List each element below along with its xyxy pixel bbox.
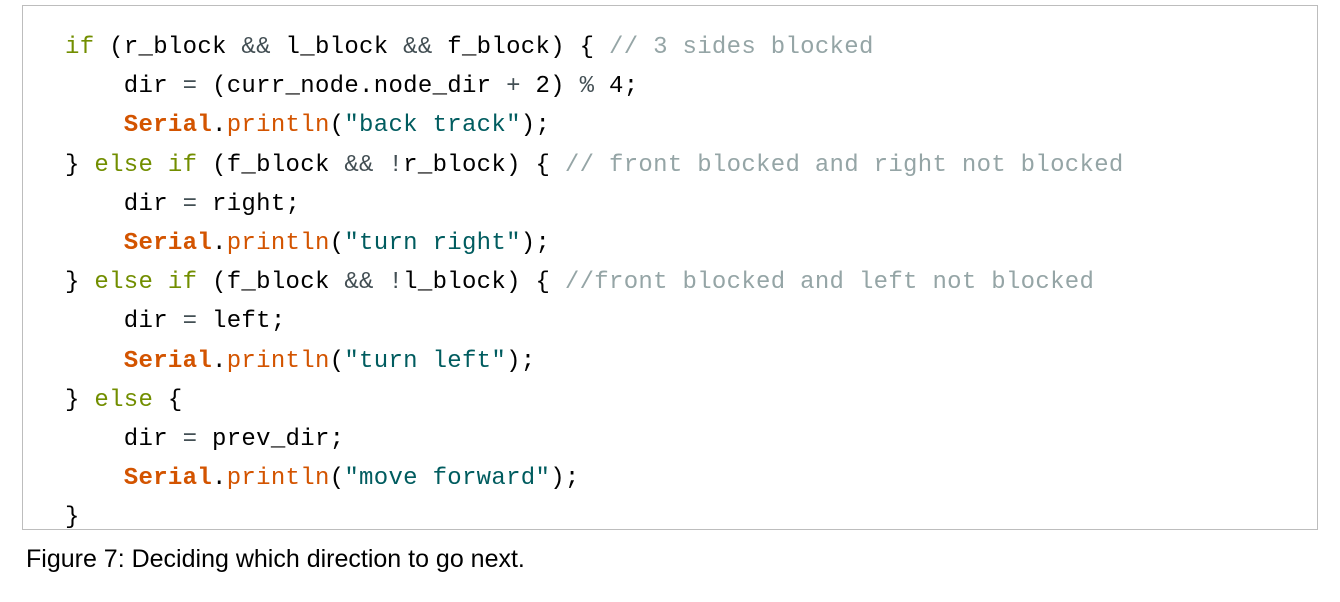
code-line: Serial.println("turn left"); bbox=[65, 342, 1124, 381]
code-token: println bbox=[226, 229, 330, 257]
code-token: . bbox=[212, 112, 227, 140]
code-token: left; bbox=[212, 308, 286, 336]
code-line: } else if (f_block && !r_block) { // fro… bbox=[65, 146, 1124, 185]
code-token: r_block bbox=[403, 151, 507, 179]
code-token: dir bbox=[65, 308, 168, 336]
code-token: ) { bbox=[506, 151, 565, 179]
code-token: . bbox=[212, 347, 227, 375]
code-token: "back track" bbox=[344, 112, 521, 140]
code-token: ); bbox=[520, 112, 551, 140]
code-token: . bbox=[212, 229, 227, 257]
code-token: Serial bbox=[65, 112, 213, 140]
code-token: println bbox=[226, 347, 330, 375]
code-token: ( bbox=[329, 112, 345, 140]
code-token: ( bbox=[329, 465, 345, 493]
code-token: ! bbox=[388, 151, 404, 179]
code-token: Serial bbox=[65, 229, 213, 257]
code-token: ); bbox=[550, 465, 580, 493]
code-token: if bbox=[65, 34, 95, 61]
code-token: && bbox=[226, 34, 286, 61]
code-token: ( bbox=[329, 229, 345, 257]
code-token: Serial bbox=[65, 465, 213, 493]
code-token: ) { bbox=[506, 269, 565, 297]
code-token: "turn right" bbox=[344, 229, 521, 257]
code-token: right; bbox=[212, 190, 301, 218]
code-token: ( bbox=[94, 34, 124, 61]
code-token: } bbox=[65, 386, 95, 414]
code-token: ( bbox=[329, 347, 345, 375]
code-line: } else { bbox=[65, 381, 1124, 420]
code-line: dir = prev_dir; bbox=[65, 420, 1124, 459]
code-token: = bbox=[167, 190, 213, 218]
code-token: % bbox=[579, 73, 595, 101]
code-line: if (r_block && l_block && f_block) { // … bbox=[65, 28, 1124, 67]
code-token: // front blocked and right not blocked bbox=[564, 151, 1124, 179]
code-token: ) { bbox=[550, 34, 610, 61]
code-token: = bbox=[167, 73, 213, 101]
code-token: (curr_node.node_dir bbox=[212, 73, 507, 101]
code-token: dir bbox=[65, 425, 168, 453]
code-token: } bbox=[65, 504, 80, 532]
code-token: dir bbox=[65, 190, 168, 218]
code-line: Serial.println("move forward"); bbox=[65, 459, 1124, 498]
code-token: Serial bbox=[65, 347, 213, 375]
code-token: = bbox=[167, 308, 213, 336]
code-line: Serial.println("turn right"); bbox=[65, 224, 1124, 263]
code-token: 4; bbox=[594, 73, 639, 101]
code-token: else bbox=[94, 386, 154, 414]
code-token: else if bbox=[94, 151, 198, 179]
code-token: } bbox=[65, 151, 95, 179]
code-token: . bbox=[212, 465, 227, 493]
code-token: f_block bbox=[226, 269, 330, 297]
code-token: && bbox=[329, 269, 389, 297]
code-token: println bbox=[226, 465, 330, 493]
code-token: && bbox=[329, 151, 389, 179]
code-token: dir bbox=[65, 73, 168, 101]
code-token: ! bbox=[388, 269, 404, 297]
code-token: "turn left" bbox=[344, 347, 507, 375]
code-line: } else if (f_block && !l_block) { //fron… bbox=[65, 263, 1124, 302]
code-token: // 3 sides blocked bbox=[609, 34, 874, 61]
code-line: Serial.println("back track"); bbox=[65, 106, 1124, 145]
code-token: 2) bbox=[520, 73, 580, 101]
code-line: dir = left; bbox=[65, 302, 1124, 341]
code-token: ( bbox=[197, 151, 227, 179]
code-listing: if (r_block && l_block && f_block) { // … bbox=[65, 28, 1124, 537]
code-token: l_block bbox=[403, 269, 507, 297]
code-token: l_block bbox=[285, 34, 389, 61]
code-token: //front blocked and left not blocked bbox=[564, 269, 1095, 297]
code-token: + bbox=[506, 73, 521, 101]
figure-caption: Figure 7: Deciding which direction to go… bbox=[26, 545, 525, 573]
code-token: "move forward" bbox=[344, 465, 551, 493]
code-line: dir = right; bbox=[65, 185, 1124, 224]
code-token: && bbox=[388, 34, 448, 61]
code-line: } bbox=[65, 498, 1124, 537]
code-block: if (r_block && l_block && f_block) { // … bbox=[22, 5, 1318, 531]
code-token: } bbox=[65, 269, 95, 297]
code-token: { bbox=[153, 386, 183, 414]
code-token: f_block bbox=[447, 34, 551, 61]
code-token: else if bbox=[94, 269, 198, 297]
code-token: println bbox=[226, 112, 330, 140]
code-token: ); bbox=[506, 347, 536, 375]
code-token: ); bbox=[520, 229, 551, 257]
code-token: prev_dir; bbox=[212, 425, 345, 453]
code-token: r_block bbox=[123, 34, 227, 61]
code-line: dir = (curr_node.node_dir + 2) % 4; bbox=[65, 67, 1124, 106]
code-token: = bbox=[167, 425, 213, 453]
code-token: f_block bbox=[226, 151, 330, 179]
code-token: ( bbox=[197, 269, 227, 297]
